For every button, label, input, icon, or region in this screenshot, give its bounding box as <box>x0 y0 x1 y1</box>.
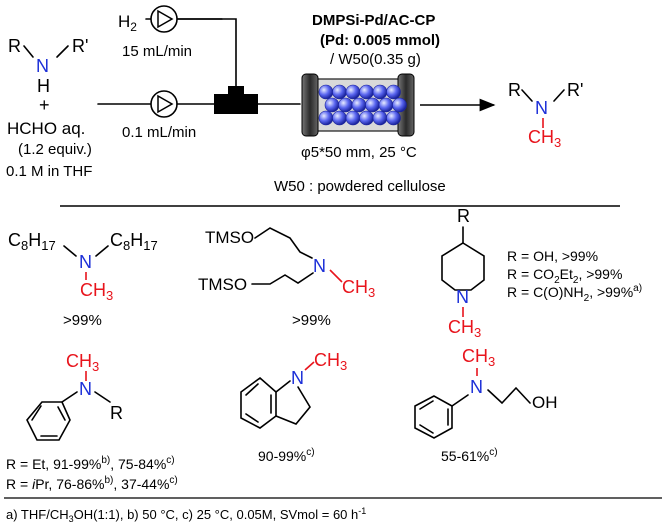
p4-n: N <box>79 379 92 399</box>
catalyst-bead <box>318 110 334 126</box>
p2-n: N <box>313 256 326 276</box>
reactant-h: H <box>37 76 50 96</box>
product-methyl: CH3 <box>528 127 561 150</box>
column-dims: φ5*50 mm, 25 °C <box>301 144 417 161</box>
pd-amount: (Pd: 0.005 mmol) <box>320 32 440 49</box>
liquid-flow-rate: 0.1 mL/min <box>122 124 196 141</box>
c8h17-right: C8H17 <box>110 230 158 253</box>
p1-yield: >99% <box>63 312 102 329</box>
catalyst-bead <box>359 110 374 126</box>
footnote: a) THF/CH3OH(1:1), b) 50 °C, c) 25 °C, 0… <box>6 506 366 524</box>
equiv-label: (1.2 equiv.) <box>18 141 92 158</box>
catalyst-bead <box>332 84 347 100</box>
p5-yield: 90-99%c) <box>258 447 315 464</box>
catalyst-bead <box>351 97 367 113</box>
reactant-rp: R' <box>72 36 88 56</box>
plus-sign: + <box>39 95 50 115</box>
p4-r: R <box>110 403 123 423</box>
pump-icon <box>150 5 178 33</box>
packed-column-icon <box>301 73 415 137</box>
product-dioctyl: C8H17 N C8H17 CH3 >99% <box>8 230 158 329</box>
tee-mixer-icon <box>214 86 258 114</box>
reactant-n: N <box>36 56 49 76</box>
catalyst-bead <box>324 97 340 113</box>
product-rp: R' <box>567 80 583 100</box>
p2-yield: >99% <box>292 312 331 329</box>
catalyst-bead <box>338 97 353 113</box>
support-label: / W50(0.35 g) <box>330 51 421 68</box>
catalyst-bead <box>372 84 388 100</box>
reactant-r: R <box>8 36 21 56</box>
product-n-alkyl-aniline: CH3 N R R = Et, 91-99%b), 75-84%c) R = i… <box>6 351 178 492</box>
flow-setup: R R' N H + HCHO aq. (1.2 equiv.) 0.1 M i… <box>6 5 583 195</box>
p6-methyl: CH3 <box>462 346 495 369</box>
catalyst-bead <box>359 84 374 100</box>
product-tmso-amine: TMSO N TMSO CH3 >99% <box>198 227 375 329</box>
p3-methyl: CH3 <box>448 317 481 340</box>
catalyst-bead <box>318 84 334 100</box>
tmso-bottom: TMSO <box>198 275 247 294</box>
h2-label: H2 <box>118 12 137 34</box>
p5-methyl: CH3 <box>314 350 347 373</box>
p6-n: N <box>470 377 483 397</box>
p3-yield-oh: R = OH, >99% <box>507 248 598 264</box>
tmso-top: TMSO <box>205 228 254 247</box>
product-n-methylindoline: N CH3 90-99%c) <box>240 350 347 464</box>
hcho-label: HCHO aq. <box>7 119 85 138</box>
p1-n: N <box>79 252 92 272</box>
p4-methyl: CH3 <box>66 351 99 374</box>
h2-flow-rate: 15 mL/min <box>122 43 192 60</box>
catalyst-bead <box>365 97 380 113</box>
p4-yield-ipr: R = iPr, 76-86%b), 37-44%c) <box>6 475 178 492</box>
product-n: N <box>535 98 548 118</box>
catalyst-bead <box>386 84 401 100</box>
p6-oh: OH <box>532 393 558 412</box>
w50-note: W50 : powdered cellulose <box>274 178 446 195</box>
p1-methyl: CH3 <box>80 280 113 303</box>
p6-yield: 55-61%c) <box>441 447 498 464</box>
p5-n: N <box>291 368 304 388</box>
pump-icon <box>150 90 178 118</box>
product-piperidine: R N CH3 R = OH, >99% R = CO2Et2, >99% R … <box>441 206 642 340</box>
catalyst-name: DMPSi-Pd/AC-CP <box>312 12 435 29</box>
catalyst-bead <box>332 110 347 126</box>
product-aminoethanol: N CH3 OH 55-61%c) <box>414 346 558 464</box>
p4-yield-et: R = Et, 91-99%b), 75-84%c) <box>6 455 175 472</box>
p3-yield-amide: R = C(O)NH2, >99%a) <box>507 283 642 304</box>
catalyst-bead <box>378 97 394 113</box>
catalyst-bead <box>372 110 388 126</box>
catalyst-bead <box>386 110 401 126</box>
p3-n: N <box>456 287 469 307</box>
p2-methyl: CH3 <box>342 277 375 300</box>
p3-yield-ester: R = CO2Et2, >99% <box>507 266 622 286</box>
catalyst-bead <box>345 110 361 126</box>
amine-reactant: R R' N H + HCHO aq. (1.2 equiv.) 0.1 M i… <box>6 36 92 180</box>
p3-r: R <box>457 206 470 226</box>
c8h17-left: C8H17 <box>8 230 56 253</box>
product-structure: R R' N CH3 <box>508 80 583 150</box>
catalyst-bead <box>345 84 361 100</box>
product-r: R <box>508 80 521 100</box>
catalyst-bead <box>392 97 407 113</box>
conc-label: 0.1 M in THF <box>6 163 92 180</box>
